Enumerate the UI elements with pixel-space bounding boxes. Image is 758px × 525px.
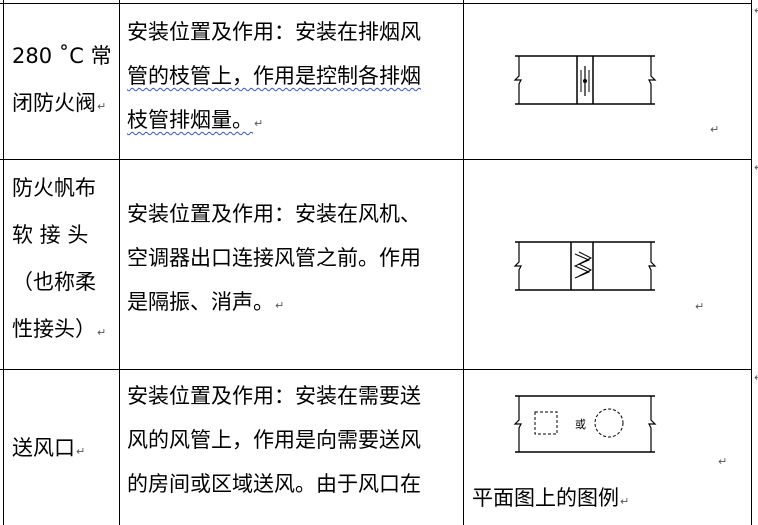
column-divider-2 — [463, 0, 464, 525]
row-1-name: 280 ˚C 常 闭防火阀↵ — [12, 33, 112, 130]
table-border-right — [751, 0, 752, 525]
supply-air-outlet-symbol: 或 — [513, 395, 657, 453]
desc-line: 空调器出口连接风管之前。作用 — [127, 246, 421, 270]
name-line: 280 ˚C 常 — [12, 44, 112, 68]
desc-line: 管的枝管上，作用是控制各排烟 — [127, 64, 421, 88]
name-line: 性接头）↵ — [12, 317, 107, 341]
desc-line: 风的风管上，作用是向需要送风 — [127, 428, 421, 452]
name-line: 闭防火阀↵ — [12, 91, 107, 115]
flexible-connector-symbol — [513, 241, 657, 291]
row-divider-1 — [0, 159, 752, 160]
table-border-top — [0, 3, 752, 4]
row-2-name: 防火帆布 软 接 头 （也称柔 性接头）↵ — [12, 165, 106, 356]
row-2-description: 安装位置及作用：安装在风机、 空调器出口连接风管之前。作用 是隔振、消声。↵ — [127, 192, 421, 328]
row-divider-2 — [0, 369, 752, 370]
row-end-mark: ↵ — [754, 371, 758, 384]
column-divider-1 — [119, 0, 120, 525]
table-border-left — [3, 0, 4, 525]
cell-end-mark: ↵ — [718, 455, 728, 468]
row-end-mark: ↵ — [754, 161, 758, 174]
row-3-figure-caption: 平面图上的图例↵ — [472, 486, 630, 510]
desc-line: 安装位置及作用：安装在需要送 — [127, 384, 421, 408]
desc-line: 是隔振、消声。↵ — [127, 290, 285, 314]
cell-end-mark: ↵ — [710, 123, 720, 136]
desc-line: 安装位置及作用：安装在排烟风 — [127, 20, 421, 44]
name-line: （也称柔 — [12, 270, 96, 294]
desc-line: 的房间或区域送风。由于风口在 — [127, 472, 421, 496]
name-line: 防火帆布 — [12, 176, 96, 200]
desc-line: 枝管排烟量。↵ — [127, 108, 264, 132]
name-line: 软 接 头 — [12, 223, 89, 247]
row-1-description: 安装位置及作用：安装在排烟风 管的枝管上，作用是控制各排烟 枝管排烟量。↵ — [127, 10, 421, 146]
desc-line: 安装位置及作用：安装在风机、 — [127, 202, 421, 226]
row-end-mark: ↵ — [754, 4, 758, 17]
fire-damper-symbol — [513, 55, 657, 105]
outlet-or-label: 或 — [575, 418, 586, 431]
row-3-name: 送风口↵ — [12, 425, 85, 475]
row-3-description: 安装位置及作用：安装在需要送 风的风管上，作用是向需要送风 的房间或区域送风。由… — [127, 374, 421, 506]
cell-end-mark: ↵ — [695, 300, 705, 313]
name-line: 送风口↵ — [12, 436, 86, 460]
